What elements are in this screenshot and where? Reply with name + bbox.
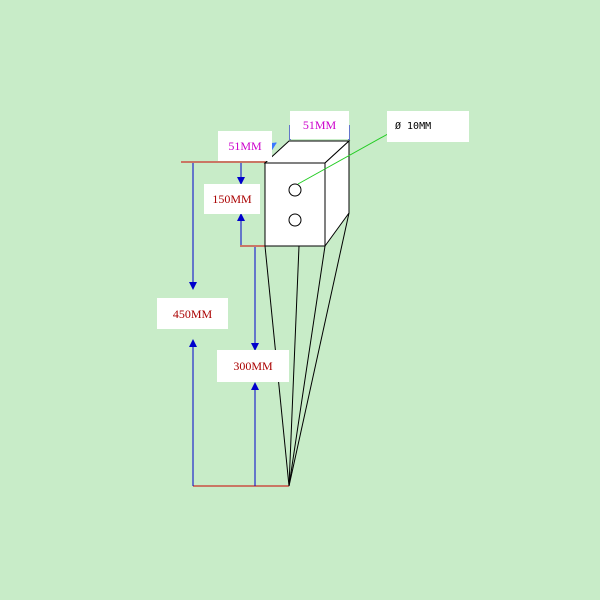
socket-box — [263, 139, 351, 248]
hole-diameter-label: Ø 10MM — [387, 111, 469, 142]
depth-label: 51MM — [218, 131, 272, 161]
hole-spacing-label: 150MM — [204, 184, 260, 214]
total-height-label: 450MM — [157, 298, 228, 329]
hole-leader-line — [297, 129, 396, 185]
lower-hole — [288, 213, 302, 227]
width-label: 51MM — [290, 111, 349, 139]
upper-hole — [288, 183, 302, 197]
spike-height-label: 300MM — [217, 350, 289, 382]
